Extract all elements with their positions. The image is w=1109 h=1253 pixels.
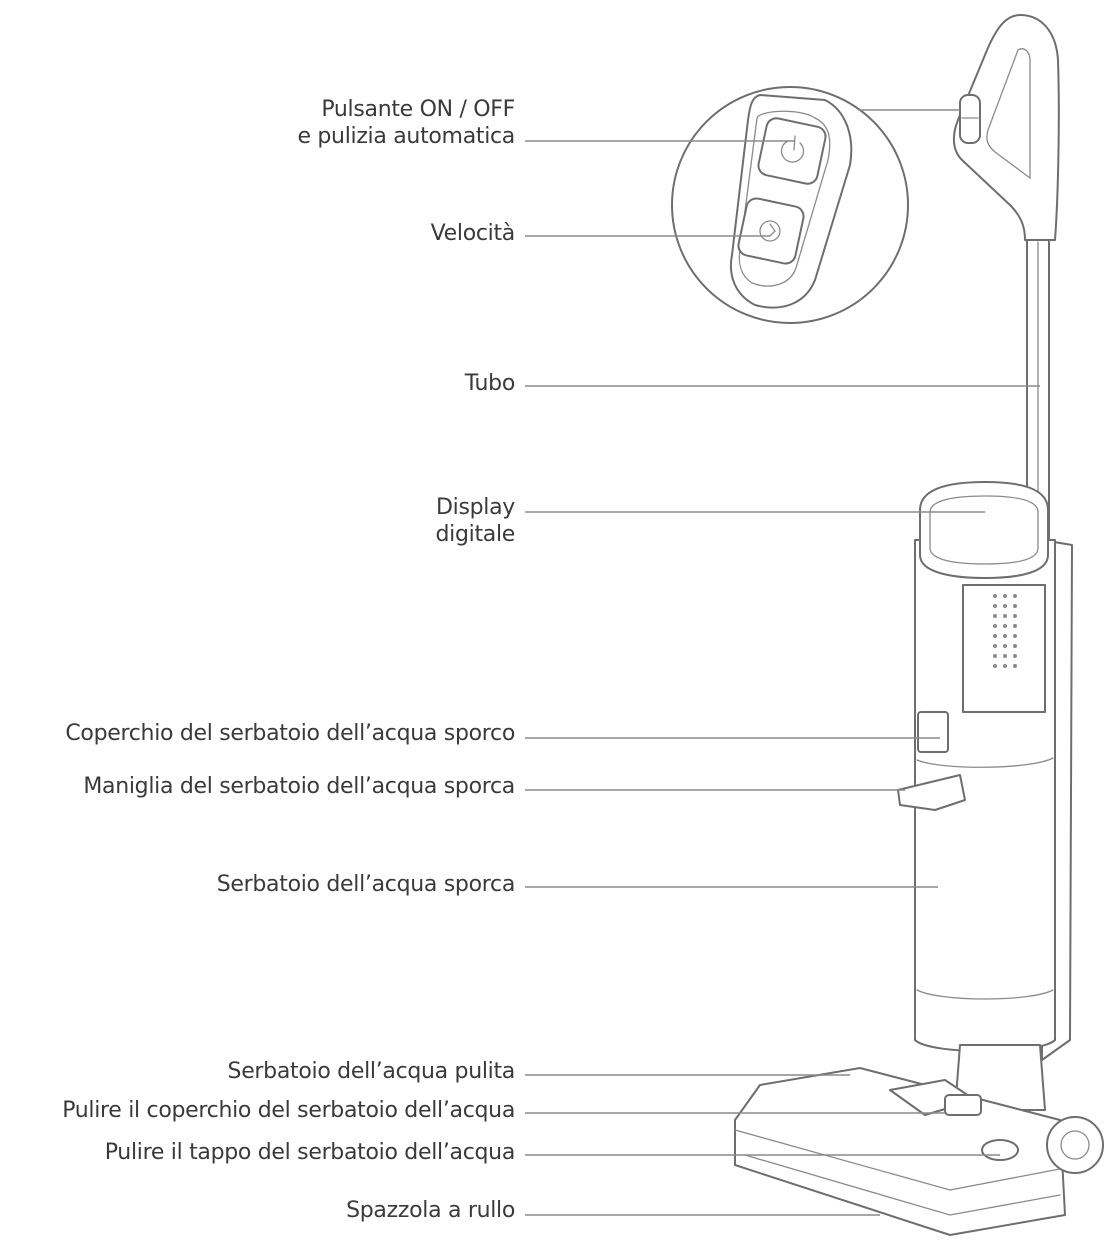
label-display-line2: digitale xyxy=(435,522,515,547)
label-clean-tank-lid: Pulire il coperchio del serbatoio dell’a… xyxy=(62,1098,515,1123)
button-zoom-drawing xyxy=(671,86,960,324)
label-display-line1: Display xyxy=(436,495,515,520)
label-dirty-tank-lid: Coperchio del serbatoio dell’acqua sporc… xyxy=(65,721,515,746)
speaker-dots xyxy=(993,594,1017,668)
floor-head-drawing xyxy=(734,1044,1104,1236)
label-roller-brush: Spazzola a rullo xyxy=(346,1198,515,1223)
label-power-button-line1: Pulsante ON / OFF xyxy=(321,97,515,122)
label-speed: Velocità xyxy=(430,221,516,246)
leader-lines xyxy=(525,140,1040,1216)
label-dirty-tank: Serbatoio dell’acqua sporca xyxy=(216,872,516,897)
label-clean-tank: Serbatoio dell’acqua pulita xyxy=(227,1059,516,1084)
label-clean-tank-cap: Pulire il tappo del serbatoio dell’acqua xyxy=(104,1140,516,1165)
label-power-button: Pulsante ON / OFF e pulizia automatica xyxy=(297,96,515,150)
handle-drawing xyxy=(952,14,1060,241)
label-power-button-line2: e pulizia automatica xyxy=(297,124,515,149)
label-tube: Tubo xyxy=(464,371,516,396)
main-body-drawing xyxy=(897,481,1073,1061)
label-dirty-tank-handle: Maniglia del serbatoio dell’acqua sporca xyxy=(83,774,515,799)
label-display: Display digitale xyxy=(435,494,515,548)
